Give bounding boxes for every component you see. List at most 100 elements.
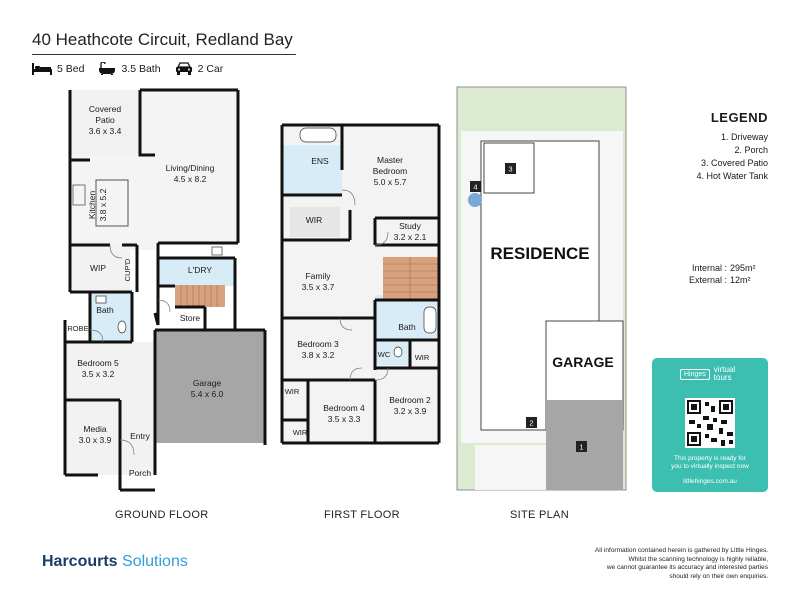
first-floor-plan: ENS Master Bedroom 5.0 x 5.7 WIR Study 3… bbox=[270, 0, 450, 500]
label-first-bath: Bath bbox=[398, 322, 416, 332]
hinges-logo-box: Hinges bbox=[680, 368, 710, 380]
legend: LEGEND 1. Driveway 2. Porch 3. Covered P… bbox=[640, 110, 768, 183]
label-wc: WC bbox=[378, 350, 391, 359]
covered-patio-footprint bbox=[483, 142, 535, 194]
first-stairs bbox=[383, 257, 438, 299]
hot-water-tank bbox=[468, 193, 482, 207]
label-bedroom-3-wir: WIR bbox=[285, 387, 300, 396]
ground-basin bbox=[95, 295, 107, 304]
label-porch: Porch bbox=[129, 468, 151, 478]
label-garage: Garage bbox=[193, 378, 222, 388]
feature-car: 2 Car bbox=[175, 62, 224, 75]
ground-floor-plan: Covered Patio 3.6 x 3.4 Living/Dining 4.… bbox=[0, 0, 280, 500]
car-count: 2 Car bbox=[197, 62, 224, 75]
bath-count: 3.5 Bath bbox=[121, 62, 161, 75]
bed-count: 5 Bed bbox=[57, 62, 85, 75]
label-robe: ROBE bbox=[67, 324, 88, 333]
dims-covered-patio: 3.6 x 3.4 bbox=[89, 126, 122, 136]
cooktop bbox=[72, 184, 86, 206]
ground-toilet bbox=[117, 320, 127, 334]
residence-label: RESIDENCE bbox=[490, 244, 589, 263]
external-area-label: External : bbox=[688, 275, 727, 285]
internal-area-row: Internal : 295m² bbox=[660, 262, 768, 274]
marker-3 bbox=[505, 163, 516, 174]
label-master: Master bbox=[377, 155, 403, 165]
ground-stairs bbox=[175, 285, 225, 307]
property-features: 5 Bed 3.5 Bath 2 Car bbox=[32, 62, 223, 75]
vt-text-line-1: This property is ready for bbox=[674, 455, 746, 462]
title-divider bbox=[32, 54, 296, 55]
site-plan: 3 4 2 1 RESIDENCE GARAGE bbox=[455, 85, 630, 495]
dims-living-dining: 4.5 x 8.2 bbox=[174, 174, 207, 184]
disclaimer-line: should rely on their own enquiries. bbox=[669, 572, 768, 580]
label-master-wir: WIR bbox=[306, 215, 323, 225]
virtual-tour-url[interactable]: littlehinges.com.au bbox=[683, 478, 737, 485]
marker-3-label: 3 bbox=[508, 165, 512, 174]
disclaimer: All information contained herein is gath… bbox=[560, 547, 768, 581]
qr-code-icon[interactable] bbox=[685, 398, 735, 448]
dims-bedroom-5: 3.5 x 3.2 bbox=[82, 369, 115, 379]
label-covered-patio: Covered bbox=[89, 104, 121, 114]
marker-2-label: 2 bbox=[529, 419, 533, 428]
wc-toilet bbox=[393, 346, 403, 358]
feature-bed: 5 Bed bbox=[32, 62, 85, 75]
bed-icon bbox=[32, 62, 52, 75]
label-family: Family bbox=[305, 271, 331, 281]
label-bedroom-4-wir: WIR bbox=[293, 428, 308, 437]
label-media: Media bbox=[83, 424, 106, 434]
car-icon bbox=[175, 62, 192, 75]
label-study: Study bbox=[399, 221, 421, 231]
garage-site-label: GARAGE bbox=[552, 354, 613, 370]
dims-family: 3.5 x 3.7 bbox=[302, 282, 335, 292]
label-ground-bath: Bath bbox=[96, 305, 114, 315]
dims-kitchen: 3.8 x 5.2 bbox=[98, 188, 108, 221]
label-entry: Entry bbox=[130, 431, 151, 441]
ensuite-bath-tub bbox=[299, 127, 337, 143]
label-bedroom-5: Bedroom 5 bbox=[77, 358, 119, 368]
first-floor-caption: FIRST FLOOR bbox=[324, 509, 400, 521]
dims-bedroom-4: 3.5 x 3.3 bbox=[328, 414, 361, 424]
virtual-tour-text: This property is ready for you to virtua… bbox=[658, 455, 762, 471]
logo-line-1: virtual bbox=[713, 365, 736, 374]
label-bedroom-2-wir: WIR bbox=[415, 353, 430, 362]
marker-4-label: 4 bbox=[473, 183, 477, 192]
external-area-row: External : 12m² bbox=[660, 274, 768, 286]
bath-icon bbox=[99, 62, 116, 75]
label-master-line2: Bedroom bbox=[373, 166, 408, 176]
legend-item: 4. Hot Water Tank bbox=[696, 171, 768, 181]
label-ensuite: ENS bbox=[311, 156, 329, 166]
marker-1-label: 1 bbox=[579, 443, 583, 452]
brand-sub: Solutions bbox=[122, 553, 188, 570]
disclaimer-line: Whilst the scanning technology is highly… bbox=[628, 555, 768, 563]
brand-main: Harcourts bbox=[42, 553, 118, 570]
property-address-title: 40 Heathcote Circuit, Redland Bay bbox=[32, 30, 293, 49]
ground-floor-caption: GROUND FLOOR bbox=[115, 509, 209, 521]
site-plan-caption: SITE PLAN bbox=[510, 509, 569, 521]
dims-bedroom-2: 3.2 x 3.9 bbox=[394, 406, 427, 416]
label-bedroom-2: Bedroom 2 bbox=[389, 395, 431, 405]
label-store: Store bbox=[180, 313, 201, 323]
label-laundry: L'DRY bbox=[188, 265, 212, 275]
label-wip: WIP bbox=[90, 263, 106, 273]
marker-1 bbox=[576, 441, 587, 452]
virtual-tour-card[interactable]: Hinges virtual tours This property is re… bbox=[652, 358, 768, 492]
internal-area-value: 295m² bbox=[730, 263, 756, 273]
garage-floor bbox=[155, 330, 265, 443]
marker-2 bbox=[526, 417, 537, 428]
dims-garage: 5.4 x 6.0 bbox=[191, 389, 224, 399]
feature-bath: 3.5 Bath bbox=[98, 62, 161, 75]
disclaimer-line: All information contained herein is gath… bbox=[594, 547, 768, 554]
legend-item: 1. Driveway bbox=[720, 132, 768, 142]
marker-4 bbox=[470, 181, 481, 192]
label-cupd: CUP'D bbox=[123, 258, 132, 281]
virtual-tours-logo: Hinges virtual tours bbox=[680, 366, 735, 382]
legend-title: LEGEND bbox=[710, 110, 768, 125]
dims-study: 3.2 x 2.1 bbox=[394, 232, 427, 242]
legend-item: 2. Porch bbox=[734, 145, 768, 155]
disclaimer-line: we cannot guarantee its accuracy and int… bbox=[606, 564, 768, 571]
legend-item: 3. Covered Patio bbox=[700, 158, 768, 168]
external-area-value: 12m² bbox=[730, 275, 751, 285]
label-kitchen: Kitchen bbox=[87, 191, 97, 220]
floor-areas: Internal : 295m² External : 12m² bbox=[660, 262, 768, 286]
dims-media: 3.0 x 3.9 bbox=[79, 435, 112, 445]
